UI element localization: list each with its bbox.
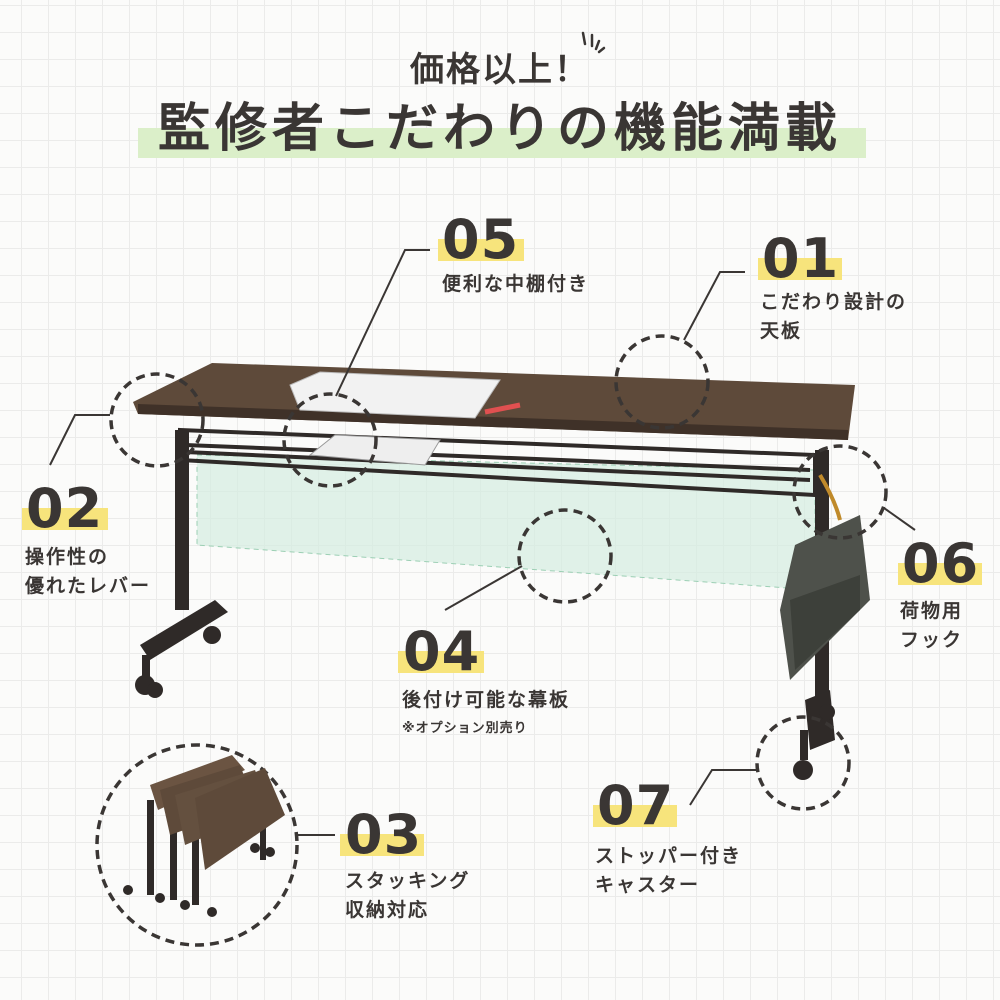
page-title: 監修者こだわりの機能満載	[157, 99, 842, 159]
highlight-05	[438, 239, 524, 261]
feature-label-line: スタッキング	[345, 870, 471, 892]
feature-label-line: ストッパー付き	[595, 845, 743, 867]
feature-number-04: 04	[403, 620, 481, 683]
feature-label-01: こだわり設計の天板	[760, 288, 907, 346]
stacked-tables-illustration	[123, 755, 285, 917]
feature-label-02: 操作性の優れたレバー	[25, 543, 151, 601]
header-subtitle: 価格以上！	[410, 50, 590, 90]
shelf	[178, 427, 817, 498]
feature-number-02: 02	[26, 477, 104, 540]
feature-label-line: フック	[900, 629, 964, 651]
hanging-bag	[780, 473, 870, 680]
feature-number-03: 03	[345, 803, 423, 866]
highlight-01	[758, 258, 842, 280]
feature-label-07: ストッパー付きキャスター	[595, 842, 742, 900]
highlight-04	[398, 651, 484, 673]
highlight-03	[340, 834, 424, 856]
shelf-items	[308, 434, 441, 466]
leader-lines	[49, 249, 916, 836]
feature-number-06: 06	[902, 532, 980, 595]
papers	[289, 371, 501, 419]
feature-label-06: 荷物用フック	[900, 597, 963, 655]
feature-label-04: 後付け可能な幕板	[402, 689, 571, 711]
left-leg	[135, 430, 228, 698]
feature-note-04: ※オプション別売り	[402, 721, 528, 736]
highlight-07	[593, 805, 677, 827]
highlight-02	[22, 508, 108, 530]
feature-label-line: こだわり設計の	[760, 291, 908, 313]
feature-label-05: 便利な中棚付き	[442, 273, 590, 295]
callout-circles	[95, 334, 888, 947]
feature-label-line: 天板	[760, 320, 803, 342]
feature-label-line: 優れたレバー	[25, 575, 152, 597]
feature-number-01: 01	[762, 227, 840, 290]
feature-label-line: 荷物用	[900, 600, 964, 622]
title-highlight-band	[138, 128, 866, 158]
highlight-06	[898, 563, 982, 585]
feature-label-line: 操作性の	[25, 546, 110, 568]
feature-number-07: 07	[597, 774, 675, 837]
feature-label-line: 収納対応	[345, 899, 430, 921]
feature-label-03: スタッキング収納対応	[345, 867, 470, 925]
feature-label-line: キャスター	[595, 874, 701, 896]
feature-number-05: 05	[442, 208, 520, 271]
